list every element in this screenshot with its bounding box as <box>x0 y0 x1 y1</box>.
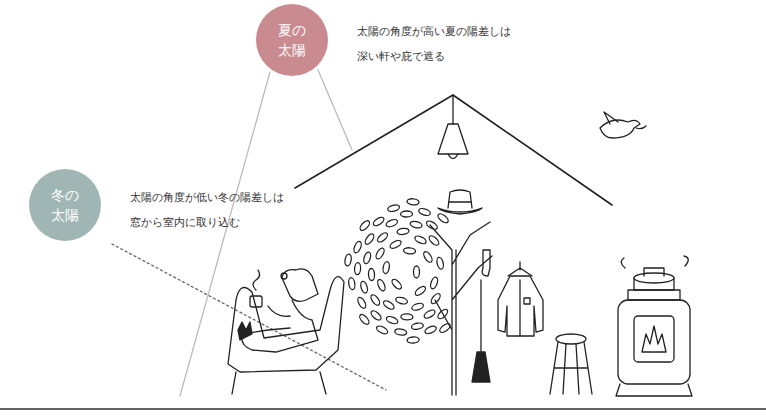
bird <box>600 112 646 138</box>
leaf <box>436 308 449 321</box>
leaf <box>436 257 445 270</box>
circle-label: 冬の 太陽 <box>49 185 81 225</box>
leaf <box>400 211 412 217</box>
description: 太陽の角度が高い夏の陽差しは 深い軒や庇で遮る <box>357 19 525 69</box>
leaf <box>414 235 427 246</box>
leaf <box>394 328 407 336</box>
leaf <box>358 313 370 326</box>
leaf <box>423 308 436 319</box>
leaf <box>376 279 386 292</box>
hat <box>438 190 482 214</box>
leaf <box>344 254 352 267</box>
leaf <box>403 247 415 254</box>
shirt <box>498 262 543 336</box>
sun-circle: 冬の 太陽太陽の角度が低い冬の陽差しは 窓から室内に取り込む <box>29 169 101 241</box>
leaf <box>414 285 427 297</box>
leaf <box>437 212 450 224</box>
leaf <box>382 261 390 274</box>
leaf <box>425 220 438 231</box>
lamp <box>438 95 468 159</box>
tree <box>344 198 492 395</box>
leaf <box>385 218 398 228</box>
leaf <box>407 337 419 344</box>
leaf <box>368 268 375 280</box>
broom <box>472 280 490 382</box>
circle-label: 夏の 太陽 <box>276 20 308 60</box>
leaf <box>390 278 403 291</box>
stove <box>616 256 692 396</box>
leaf <box>407 198 419 205</box>
leaf <box>438 322 451 334</box>
leaf <box>422 250 434 263</box>
leaf <box>352 240 362 253</box>
leaf <box>382 299 395 311</box>
leaf <box>428 234 441 247</box>
circle-fill: 夏の 太陽 <box>256 4 328 76</box>
leaf <box>356 296 367 309</box>
leaf <box>376 231 389 243</box>
leaf <box>360 281 369 294</box>
leaf <box>364 232 376 245</box>
sun-circle: 夏の 太陽太陽の角度が高い夏の陽差しは 深い軒や庇で遮る <box>256 4 328 76</box>
leaf <box>411 322 424 330</box>
description: 太陽の角度が低い冬の陽差しは 窓から室内に取り込む <box>130 185 298 235</box>
sock <box>482 250 490 276</box>
sun-ray <box>112 244 386 390</box>
leaf <box>387 204 400 213</box>
leaf <box>414 266 420 278</box>
leaf <box>429 276 439 289</box>
ground-line <box>0 408 766 410</box>
leaf <box>395 296 408 305</box>
leaf <box>389 239 402 250</box>
leaf <box>411 302 424 311</box>
leaf <box>369 293 381 306</box>
leaf <box>430 292 442 305</box>
leaf <box>370 309 383 321</box>
leaf <box>375 247 386 260</box>
sun-ray <box>180 72 270 396</box>
leaf <box>375 324 388 335</box>
leaf <box>385 315 398 325</box>
sun-ray <box>318 70 352 150</box>
leaf <box>359 219 372 232</box>
bear-in-armchair <box>228 269 344 394</box>
leaf <box>410 220 423 228</box>
leaf <box>397 228 410 236</box>
leaf <box>424 325 437 335</box>
stool <box>550 334 592 394</box>
leaf <box>354 263 361 275</box>
circle-fill: 冬の 太陽 <box>29 169 101 241</box>
leaf <box>363 251 372 264</box>
leaf <box>372 216 385 228</box>
leaf <box>348 277 356 290</box>
leaf <box>418 207 431 216</box>
leaf <box>401 314 413 320</box>
roof <box>295 95 612 205</box>
